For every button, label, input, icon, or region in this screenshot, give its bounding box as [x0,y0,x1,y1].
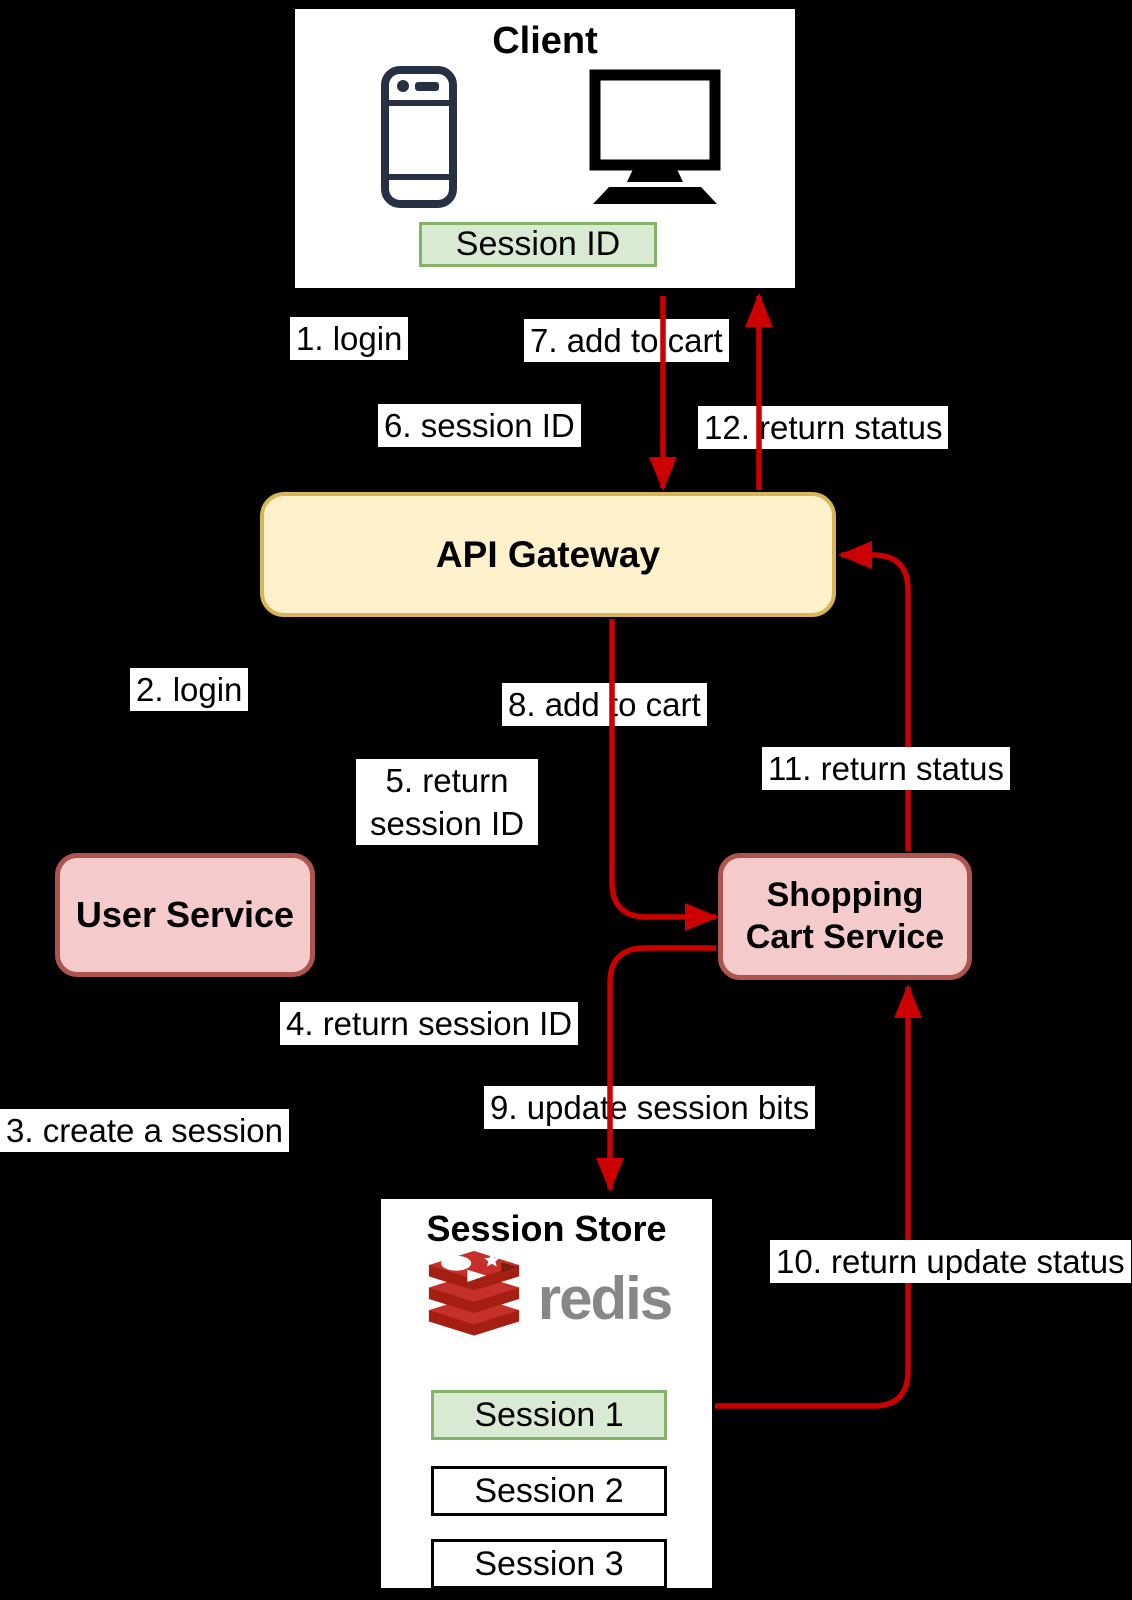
arrow-10-store-to-cart [715,984,922,1409]
session-3-slot: Session 3 [431,1539,667,1589]
flow-label-3-create-session: 3. create a session [0,1109,289,1152]
arrow-9-cart-to-store [596,945,716,1192]
flow-label-4-return-session-id: 4. return session ID [280,1002,579,1045]
client-session-id-badge: Session ID [419,222,657,267]
flow-label-10-return-update-status: 10. return update status [770,1240,1131,1283]
flow-label-1-login: 1. login [290,317,409,360]
desktop-computer-icon [589,69,721,204]
flow-label-6-session-id: 6. session ID [378,404,581,447]
flow-label-5-return-session-id: 5. return session ID [356,759,538,845]
redis-wordmark: redis [537,1264,673,1332]
redis-logo: redis [381,1251,712,1345]
arrow-8-gateway-to-cart [609,619,719,931]
session-1-slot: Session 1 [431,1390,667,1440]
arrow-11-cart-to-gateway [838,541,911,851]
flow-label-11-return-status: 11. return status [762,747,1011,790]
shopping-cart-service-node: Shopping Cart Service [718,853,972,980]
session-store-node: Session Store redis Session 1 Sessio [377,1195,716,1592]
flow-label-9-update-session-bits: 9. update session bits [484,1086,816,1129]
session-store-title: Session Store [426,1208,667,1249]
flow-label-2-login: 2. login [130,668,249,711]
flow-label-7-add-to-cart: 7. add to cart [524,319,729,362]
shopping-cart-service-title: Shopping Cart Service [745,876,945,956]
mobile-phone-icon [381,66,457,208]
api-gateway-node: API Gateway [260,492,836,617]
client-title: Client [492,20,598,62]
session-2-slot: Session 2 [431,1466,667,1516]
user-service-node: User Service [55,853,315,977]
flow-label-12-return-status: 12. return status [698,406,949,449]
flow-label-8-add-to-cart: 8. add to cart [502,683,707,726]
user-service-title: User Service [75,894,295,935]
redis-cube-icon [428,1251,519,1336]
client-node: Client Session ID [291,5,799,292]
api-gateway-title: API Gateway [435,533,661,575]
